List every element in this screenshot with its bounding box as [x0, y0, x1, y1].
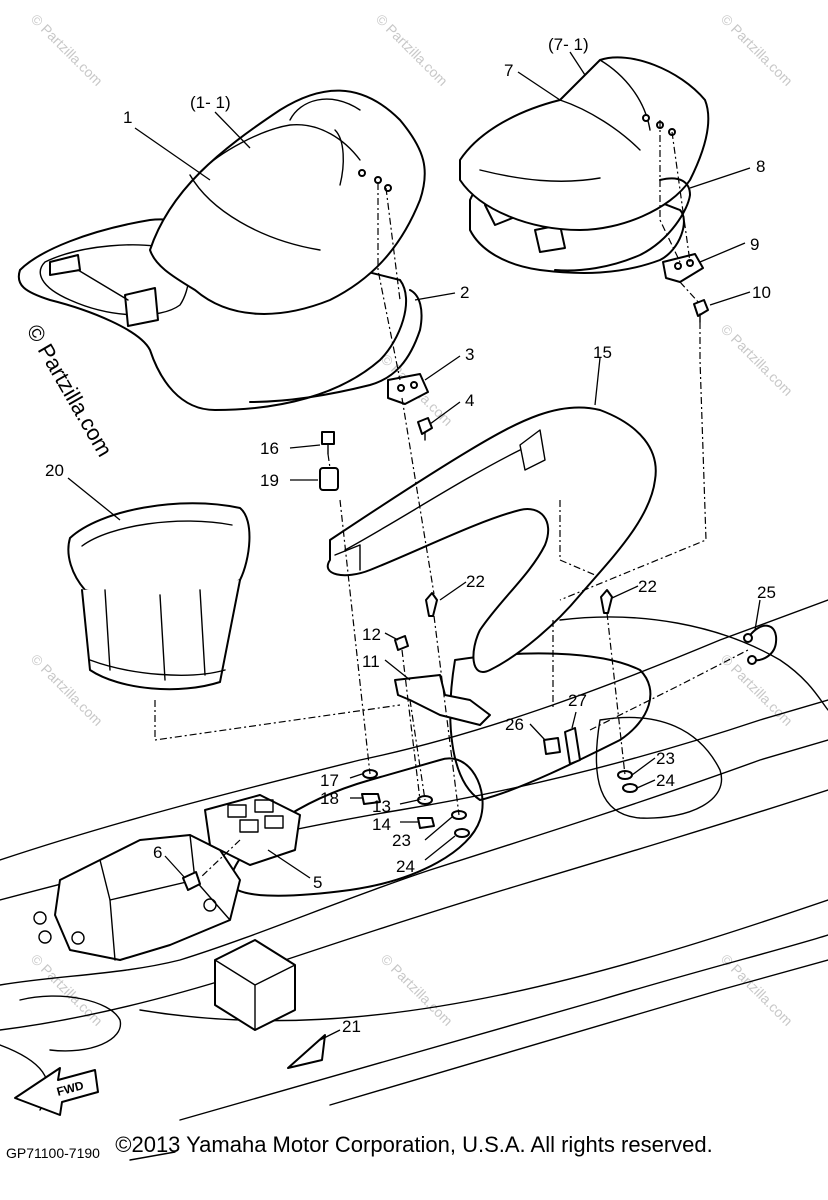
watermark: © Partzilla.com	[28, 11, 106, 89]
callout-25: 25	[757, 583, 776, 602]
watermark: © Partzilla.com	[28, 951, 106, 1029]
hull-deck	[0, 599, 828, 1121]
callout-5: 5	[313, 873, 322, 892]
callout-24: 24	[396, 857, 415, 876]
bracket-11[interactable]	[394, 635, 491, 726]
storage-compartment[interactable]	[204, 794, 301, 866]
nut-26[interactable]	[543, 737, 561, 755]
bracket-3[interactable]	[387, 373, 429, 405]
callout-22: 22	[466, 572, 485, 591]
decal-21[interactable]	[287, 1034, 326, 1069]
washer-24[interactable]	[622, 783, 638, 793]
bolt-6[interactable]	[182, 871, 201, 891]
callout-9: 9	[750, 235, 759, 254]
clamp-25[interactable]	[747, 624, 778, 662]
rear-seat-strap	[554, 177, 691, 272]
callout-6: 6	[153, 843, 162, 862]
callout-8: 8	[756, 157, 765, 176]
callout-7-1: (7- 1)	[548, 35, 589, 54]
front-seat[interactable]	[17, 89, 426, 411]
bolt-16[interactable]	[321, 431, 335, 455]
callout-15: 15	[593, 343, 612, 362]
seat-strap	[249, 289, 423, 403]
nut-14[interactable]	[417, 817, 435, 829]
bracket-9[interactable]	[662, 253, 704, 283]
watermark: © Partzilla.com	[378, 951, 456, 1029]
callout-12: 12	[362, 625, 381, 644]
callout-16: 16	[260, 439, 279, 458]
bolt-10[interactable]	[693, 299, 709, 323]
callout-1-1: (1- 1)	[190, 93, 231, 112]
callout-1: 1	[123, 108, 132, 127]
callout-17: 17	[320, 771, 339, 790]
cap-19[interactable]	[319, 467, 339, 491]
callout-4: 4	[465, 391, 474, 410]
callout-27: 27	[568, 691, 587, 710]
fastener-22[interactable]	[600, 589, 613, 614]
leader-lines	[67, 51, 761, 1041]
callout-7: 7	[504, 61, 513, 80]
callout-labels: 1 (1- 1) 2 3 4 5 6 7 (7- 1) 8 9 10 11 12…	[45, 35, 776, 1036]
callout-22: 22	[638, 577, 657, 596]
callout-21: 21	[342, 1017, 361, 1036]
callout-14: 14	[372, 815, 391, 834]
bolt-4[interactable]	[417, 417, 433, 441]
callout-11: 11	[362, 652, 380, 671]
fwd-label: FWD	[55, 1078, 85, 1099]
callout-2: 2	[460, 283, 469, 302]
watermark: © Partzilla.com	[718, 11, 796, 89]
fastener-22[interactable]	[425, 592, 438, 617]
part-code: GP71100-7190	[6, 1145, 100, 1161]
callout-24: 24	[656, 771, 675, 790]
watermark: © Partzilla.com	[373, 11, 451, 89]
copyright-notice: ©2013 Yamaha Motor Corporation, U.S.A. A…	[115, 1132, 713, 1157]
callout-3: 3	[465, 345, 474, 364]
callout-23: 23	[392, 831, 411, 850]
bolt-12	[394, 635, 409, 651]
watermark-main: © Partzilla.com	[22, 320, 118, 461]
callout-19: 19	[260, 471, 279, 490]
nut-18[interactable]	[361, 793, 381, 805]
rear-seat[interactable]	[459, 56, 710, 274]
callout-20: 20	[45, 461, 64, 480]
callout-13: 13	[372, 797, 391, 816]
callout-18: 18	[320, 789, 339, 808]
assembly-lines	[154, 120, 749, 879]
storage-basket[interactable]	[67, 502, 251, 691]
fwd-arrow: FWD	[14, 1067, 99, 1116]
part-code-leader	[129, 1151, 176, 1161]
washer-24[interactable]	[454, 828, 470, 838]
callout-23: 23	[656, 749, 675, 768]
rear-cowling[interactable]	[326, 406, 657, 673]
callout-26: 26	[505, 715, 524, 734]
watermark: © Partzilla.com	[718, 321, 796, 399]
strap-27[interactable]	[564, 727, 581, 765]
callout-10: 10	[752, 283, 771, 302]
